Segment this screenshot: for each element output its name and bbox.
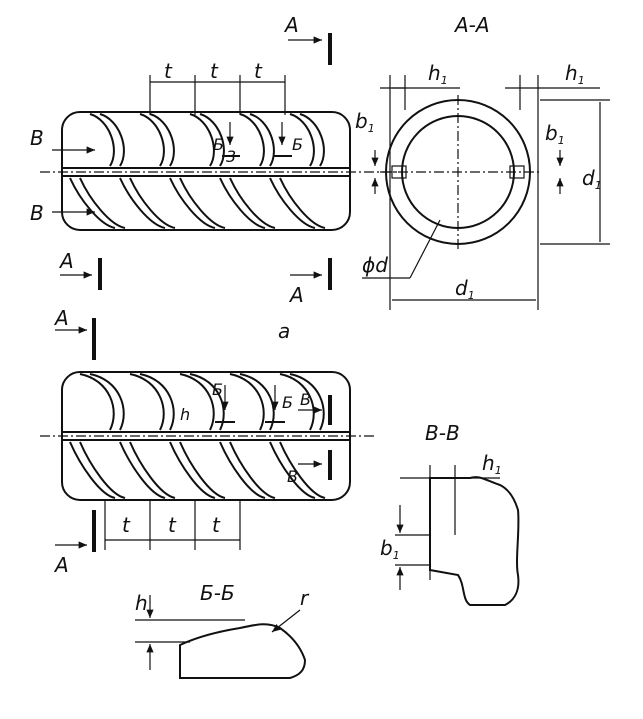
section-aa-title: А-А — [453, 13, 490, 37]
section-vv-title: В-В — [425, 421, 460, 445]
section-a-marks-bottom: А А — [53, 306, 96, 577]
pitch-t-6: t — [212, 513, 221, 537]
cut-b-top-1: Б — [213, 135, 224, 154]
dim-r: r — [300, 586, 310, 610]
bar-view-a: t t t Б Б 3 В В А А А — [30, 13, 400, 343]
cut-v-top-2: В — [30, 201, 44, 225]
cut-a-top-right: А — [283, 13, 299, 37]
cut-b-top-2: Б — [292, 135, 303, 154]
bar-a-outline — [61, 111, 351, 231]
section-bb-title: Б-Б — [200, 581, 235, 605]
dim-d1-horizontal: d1 — [455, 276, 475, 302]
pitch-t-1: t — [164, 59, 173, 83]
pitch-t-4: t — [122, 513, 131, 537]
section-bb: Б-Б h r — [135, 581, 310, 679]
cut-a-mid: А — [53, 306, 69, 330]
figure-label-a: a — [278, 319, 290, 343]
pitch-t-3: t — [254, 59, 263, 83]
cut-v-bottom-1: В — [300, 390, 311, 409]
dim-h1-vv: h1 — [482, 451, 502, 477]
dim-phid: ϕd — [362, 253, 388, 277]
pitch-dims-bottom: t t t — [104, 500, 241, 550]
section-v-marks-top: В В — [30, 126, 95, 225]
section-vv: В-В h1 b1 — [380, 421, 520, 606]
cut-a-low: А — [53, 553, 69, 577]
section-vv-profile — [429, 476, 520, 606]
bar-b-helical-ribs — [69, 373, 326, 499]
section-b-marks-top: Б Б 3 — [213, 122, 303, 166]
bar-a-helical-ribs — [69, 113, 326, 229]
cut-a-bottom-right: А — [288, 283, 304, 307]
cut-v-top-1: В — [30, 126, 44, 150]
dim-d1-vertical: d1 — [582, 166, 602, 192]
dim-b1-vv: b1 — [380, 536, 400, 562]
section-a-marks-top: А А А — [58, 13, 332, 307]
section-bb-profile — [179, 623, 307, 679]
cut-b-bottom-2: Б — [282, 393, 293, 412]
cut-a-bottom-left: А — [58, 249, 74, 273]
pitch-dims-top: t t t — [149, 59, 286, 115]
pitch-t-2: t — [210, 59, 219, 83]
pitch-t-5: t — [168, 513, 177, 537]
label-h-bar: h — [180, 405, 190, 424]
dim-b1-left: b1 — [355, 109, 375, 135]
cut-v-bottom-2: В — [287, 467, 298, 486]
dim-h1-left: h1 — [428, 61, 448, 87]
dim-b1-right: b1 — [545, 121, 565, 147]
bar-view-bottom: Б Б В В h А А t t t — [40, 306, 375, 577]
section-aa-dims: h1 h1 b1 b1 d1 d1 ϕd — [355, 61, 610, 310]
section-marks-bottom: Б Б В В h — [180, 380, 332, 486]
section-aa: А-А h1 h1 b1 b1 d1 — [355, 13, 610, 310]
cut-b-bottom-1: Б — [212, 380, 223, 399]
dim-h-bb: h — [135, 591, 148, 615]
dim-h1-right: h1 — [565, 61, 585, 87]
number-3: 3 — [226, 147, 236, 166]
